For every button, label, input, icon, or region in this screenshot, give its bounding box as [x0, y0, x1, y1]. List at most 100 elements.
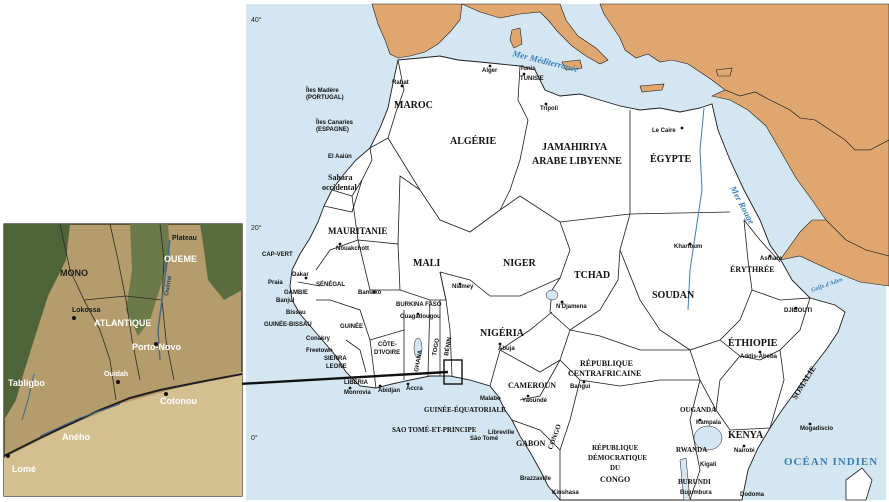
place-label-monrovia: Monrovia	[344, 390, 371, 396]
yemen-landmass	[779, 219, 889, 287]
country-label-egypte: ÉGYPTE	[650, 153, 691, 165]
country-label-gambie: GAMBIE	[284, 290, 308, 296]
place-label-nairobi: Nairobi	[734, 448, 755, 454]
latitude-label-40: 40°	[251, 16, 262, 24]
place-label-niamey: Niamey	[452, 284, 474, 290]
country-label-sierra-leone-2: LEONE	[326, 364, 347, 370]
country-label-niger: NIGER	[503, 258, 537, 269]
country-label-burkina: BURKINA FASO	[396, 302, 442, 308]
place-label-asmara: Asmara	[760, 256, 783, 262]
place-label-bujumbura: Bujumbura	[680, 490, 712, 496]
sicily-island	[561, 59, 583, 71]
place-label-ndjamena: N'Djamena	[556, 304, 587, 310]
country-label-rdc-1: RÉPUBLIQUE	[592, 444, 639, 452]
place-label-iles-madere: Îles Madère	[305, 86, 339, 94]
country-label-tunisie: TUNISIE	[520, 76, 544, 82]
place-label-espagne: (ESPAGNE)	[316, 127, 349, 133]
country-label-togo: TOGO	[432, 338, 441, 357]
country-label-rdc-4: CONGO	[600, 475, 630, 484]
place-label-dakar: Dakar	[292, 272, 309, 278]
lake-chad	[545, 289, 559, 301]
ocean-label-indian: OCÉAN INDIEN	[784, 456, 878, 468]
country-label-nigeria: NIGÉRIA	[480, 327, 525, 339]
latitude-label-20: 20°	[251, 224, 262, 232]
place-label-bangui: Bangui	[570, 384, 591, 390]
country-label-gabon: GABON	[516, 439, 546, 448]
place-label-sao-tome: São Tomé	[470, 436, 499, 442]
country-label-rdc-2: DÉMOCRATIQUE	[588, 454, 647, 462]
place-label-conakry: Conakry	[306, 336, 331, 342]
country-label-cote-ivoire-2: D'IVOIRE	[374, 350, 400, 356]
inset-label-aneho: Aného	[62, 432, 91, 442]
inset-label-atlantique: ATLANTIQUE	[94, 318, 151, 328]
country-label-maroc: MAROC	[394, 100, 433, 111]
place-label-ouagadougou: Ouagadougou	[400, 314, 441, 320]
country-label-sahara-1: Sahara	[328, 173, 352, 182]
place-label-abuja: Abuja	[498, 346, 515, 352]
country-label-stp: SAO TOMÉ-ET-PRINCIPE	[392, 426, 477, 434]
place-label-abidjan: Abidjan	[378, 388, 400, 394]
country-label-benin: BÉNIN	[442, 337, 453, 357]
country-label-soudan: SOUDAN	[652, 290, 695, 301]
italy-france-landmass	[461, 3, 609, 65]
inset-label-ouidah: Ouidah	[104, 371, 128, 378]
place-label-kampala: Kampala	[696, 420, 722, 426]
country-label-kenya: KENYA	[728, 430, 764, 441]
country-label-guinee: GUINÉE	[340, 322, 363, 330]
benin-inset-map: MONO ATLANTIQUE OUEME Plateau Lokossa Po…	[3, 223, 243, 497]
place-label-mogadiscio: Mogadiscio	[800, 426, 833, 432]
inset-label-tabligbo: Tabligbo	[8, 378, 45, 388]
places: Îles Madère (PORTUGAL) Îles Canaries (ES…	[268, 64, 833, 498]
country-label-guinee-bissau: GUINÉE-BISSAU	[264, 320, 312, 328]
country-label-guinee-eq: GUINÉE-ÉQUATORIALE	[424, 406, 506, 414]
inset-label-plateau: Plateau	[172, 235, 197, 242]
place-label-bamako: Bamako	[358, 290, 382, 296]
cyprus-island	[715, 67, 733, 77]
city-dots	[304, 64, 812, 448]
country-label-algerie: ALGÉRIE	[450, 135, 496, 147]
place-label-tripoli: Tripoli	[540, 106, 558, 112]
country-label-mauritanie: MAURITANIE	[328, 226, 387, 236]
country-label-sierra-leone-1: SIERRA	[324, 356, 347, 362]
place-label-nouakchott: Nouakchott	[336, 246, 369, 252]
inset-label-oueme: OUEME	[164, 254, 197, 264]
country-label-sahara-2: occidental	[322, 183, 357, 192]
inset-label-lokossa: Lokossa	[72, 307, 101, 314]
country-borders	[297, 59, 811, 501]
place-label-el-aaiun: El Aaiún	[328, 154, 352, 160]
inset-label-cotonou: Cotonou	[160, 396, 197, 406]
place-label-kinshasa: Kinshasa	[552, 490, 579, 496]
place-label-accra: Accra	[406, 386, 423, 392]
country-label-ghana: GHANA	[414, 349, 424, 372]
madagascar-island	[845, 467, 873, 501]
place-label-rabat: Rabat	[392, 80, 409, 86]
country-label-rwanda: RWANDA	[676, 446, 707, 454]
nile-river	[687, 107, 705, 311]
place-label-tunis: Tunis	[520, 66, 536, 72]
place-label-banjul: Banjul	[276, 298, 295, 304]
place-label-iles-canaries: Îles Canaries	[315, 118, 354, 126]
country-label-rca-2: CENTRAFRICAINE	[568, 369, 641, 378]
lake-victoria	[693, 425, 723, 451]
country-label-cap-vert: CAP-VERT	[262, 252, 293, 258]
arabia-landmass	[711, 89, 889, 257]
africa-landmass	[289, 55, 846, 501]
inset-label-mono: MONO	[60, 268, 88, 278]
place-label-libreville: Libreville	[488, 430, 515, 436]
country-label-rca-1: RÉPUBLIQUE	[580, 358, 633, 368]
country-label-libye-1: JAMAHIRIYA	[542, 142, 608, 153]
place-label-addis-abeba: Addis-Abeba	[740, 354, 778, 360]
country-label-mali: MALI	[413, 258, 440, 269]
inset-label-oueme-river: Ouémé	[164, 275, 174, 297]
inset-label-porto-novo: Porto-Novo	[132, 342, 181, 352]
country-label-djibouti: DJIBOUTI	[784, 308, 812, 314]
place-label-alger: Alger	[482, 68, 498, 74]
country-label-erythree: ÉRYTHRÉE	[730, 264, 775, 274]
place-label-kigali: Kigali	[700, 462, 717, 468]
iberia-landmass	[371, 3, 463, 59]
place-label-brazzaville: Brazzaville	[520, 476, 552, 482]
country-label-cameroun: CAMEROUN	[508, 381, 556, 390]
place-label-dodoma: Dodoma	[740, 492, 765, 498]
country-label-ouganda: OUGANDA	[680, 406, 716, 414]
